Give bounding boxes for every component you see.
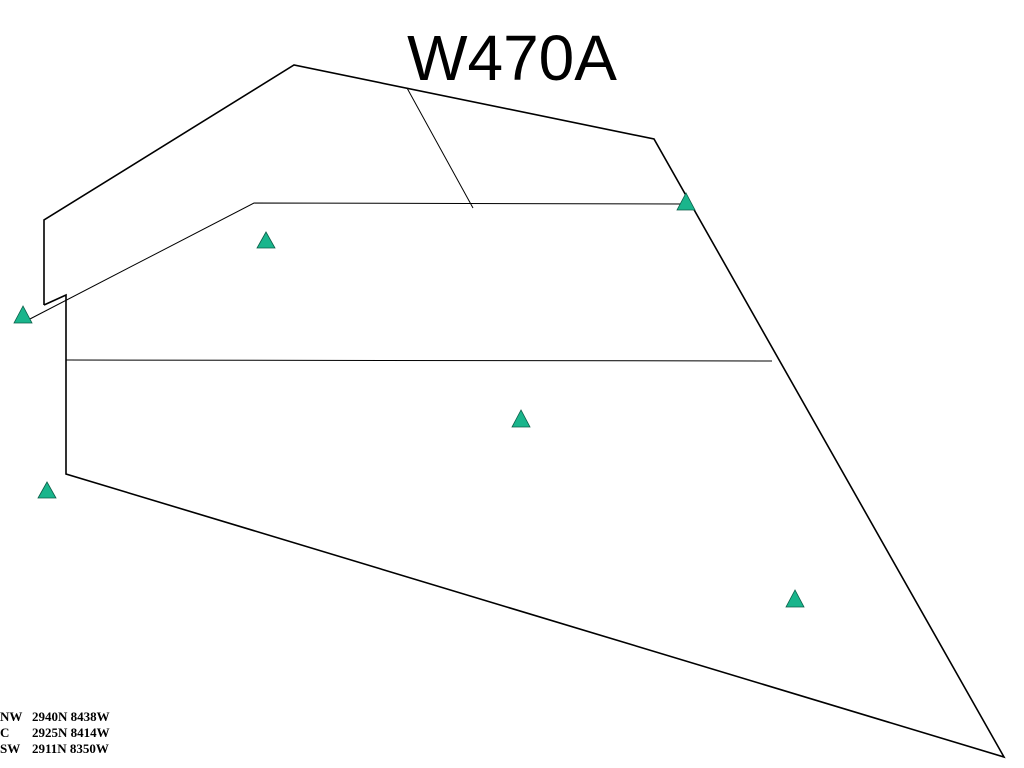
triangle-marker-icon <box>256 231 276 249</box>
sub-area-divider-diagonal <box>406 87 474 209</box>
triangle-marker-icon <box>511 409 531 428</box>
sub-area-divider-horizontal <box>65 359 773 362</box>
airspace-boundary <box>43 64 1006 759</box>
triangle-marker-icon <box>13 305 33 324</box>
map-title: W470A <box>407 22 617 94</box>
sub-area-boundary-upper <box>27 202 687 321</box>
legend-coords: 2940N 8438W <box>32 709 110 724</box>
legend-row-nw: NW 2940N 8438W <box>0 709 110 725</box>
legend-coords: 2911N 8350W <box>32 741 109 756</box>
coordinate-legend: NW 2940N 8438W C 2925N 8414W SW 2911N 8350W <box>0 709 110 757</box>
triangle-marker-icon <box>785 589 805 608</box>
legend-coords: 2925N 8414W <box>32 725 110 740</box>
legend-label: C <box>0 725 10 740</box>
legend-label: NW <box>0 709 23 724</box>
legend-label: SW <box>0 741 21 756</box>
triangle-marker-icon <box>37 481 57 499</box>
triangle-marker-icon <box>676 192 696 211</box>
legend-row-sw: SW 2911N 8350W <box>0 741 110 757</box>
legend-row-c: C 2925N 8414W <box>0 725 110 741</box>
